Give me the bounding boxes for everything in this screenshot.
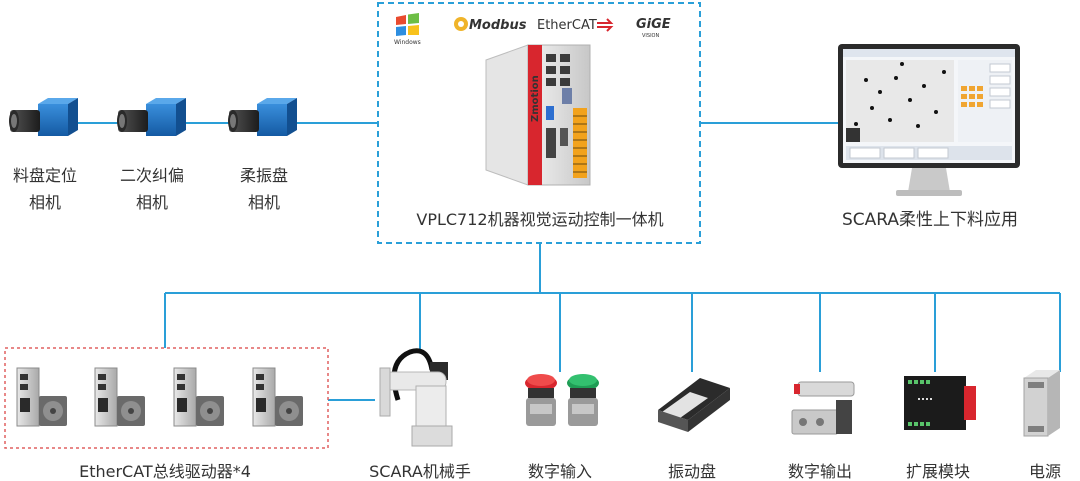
vibration-plate-icon	[658, 378, 730, 432]
expansion-label: 扩展模块	[906, 462, 970, 481]
power-supply-icon	[1023, 370, 1060, 437]
green-button-icon	[567, 374, 599, 426]
vibration-label: 振动盘	[668, 462, 716, 481]
power-label: 电源	[1029, 462, 1061, 481]
gige-logo: GiGE VISION	[636, 17, 671, 39]
controller-device: Zmotion	[485, 44, 591, 186]
camera-2-label-line1: 二次纠偏	[120, 166, 184, 185]
controller-label: VPLC712机器视觉运动控制一体机	[416, 210, 663, 229]
camera-3-label-line2: 相机	[248, 193, 280, 212]
digital-out-label: 数字输出	[788, 462, 852, 481]
monitor-label: SCARA柔性上下料应用	[842, 210, 1018, 230]
scara-robot-icon	[379, 348, 453, 447]
expansion-module-icon	[904, 376, 976, 430]
controller-brand: Zmotion	[530, 75, 541, 122]
drives-frame	[4, 347, 329, 449]
camera-icon-3	[228, 98, 297, 136]
modbus-logo: Modbus	[454, 17, 527, 33]
servo-drive-icon-4	[252, 367, 303, 427]
camera-2-label-line2: 相机	[136, 193, 168, 212]
windows-logo-text: Windows	[394, 39, 421, 46]
robot-label: SCARA机械手	[369, 462, 471, 481]
camera-3-label-line1: 柔振盘	[240, 166, 288, 185]
camera-icon-1	[9, 98, 78, 136]
solenoid-valve-icon	[791, 381, 855, 435]
red-button-icon	[525, 374, 557, 426]
drives-label: EtherCAT总线驱动器*4	[79, 462, 251, 481]
ethercat-logo-text: EtherCAT	[537, 18, 597, 33]
camera-icon-2	[117, 98, 186, 136]
digital-in-label: 数字输入	[528, 462, 592, 481]
camera-1-label-line1: 料盘定位	[13, 166, 77, 185]
servo-drive-icon-3	[173, 367, 224, 427]
camera-1-label-line2: 相机	[29, 193, 61, 212]
modbus-logo-text: Modbus	[469, 18, 527, 33]
connection-lines	[40, 122, 1061, 401]
servo-drive-icon-1	[16, 367, 67, 427]
gige-logo-subtext: VISION	[642, 33, 659, 39]
windows-logo: Windows	[394, 13, 421, 46]
servo-drive-icon-2	[94, 367, 145, 427]
monitor-icon	[838, 44, 1020, 196]
ethercat-logo: EtherCAT	[537, 18, 614, 33]
gige-logo-text: GiGE	[636, 17, 671, 32]
controller-frame	[377, 2, 701, 244]
